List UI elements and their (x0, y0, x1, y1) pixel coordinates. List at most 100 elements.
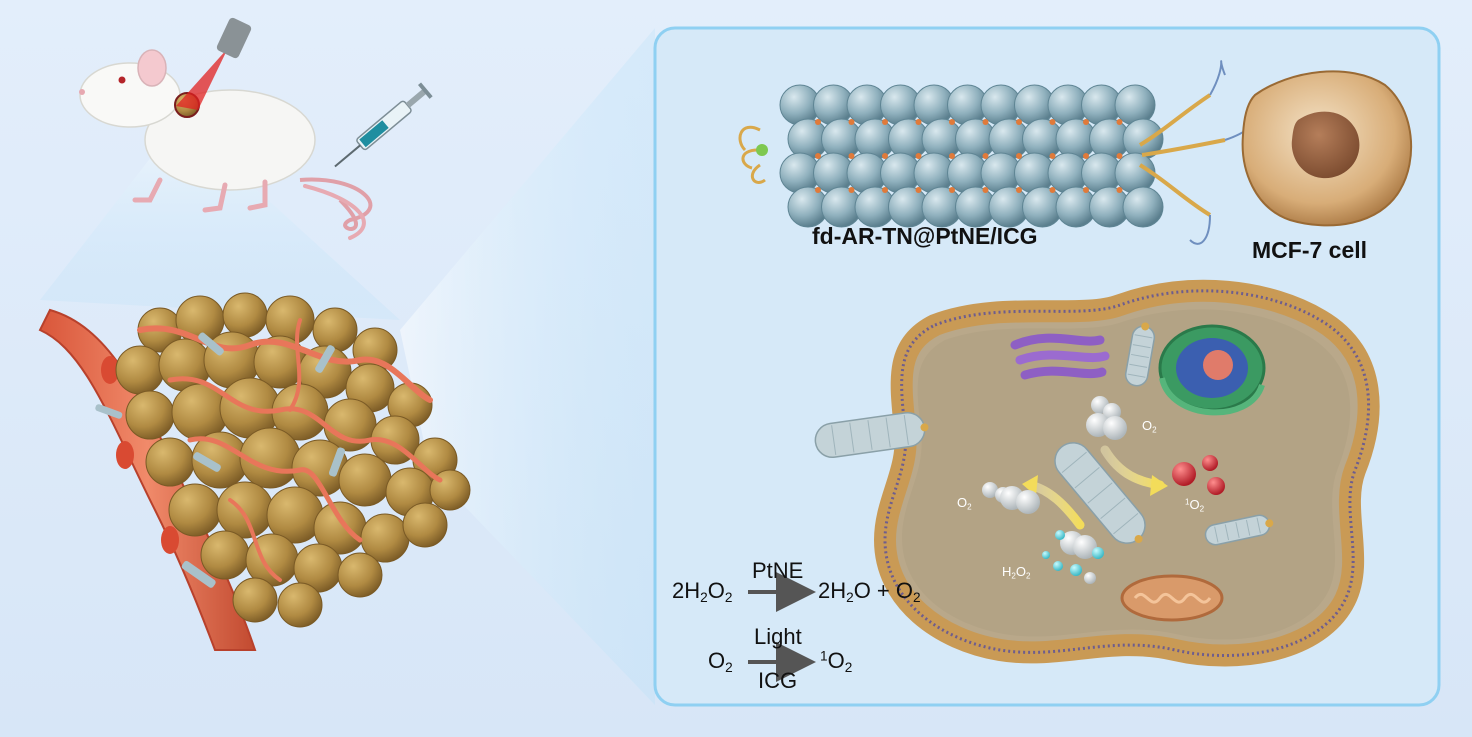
tumor-cell-cluster (402, 502, 448, 548)
tumor-vessel (228, 498, 282, 582)
tumor-cell-cluster (312, 307, 358, 353)
reaction2-light: Light (754, 624, 802, 649)
nanoparticle-sphere (1122, 186, 1164, 228)
tumor-cell-cluster (277, 582, 323, 628)
golgi-apparatus (1010, 333, 1110, 380)
nucleus-er (1158, 324, 1266, 416)
pt-nanozyme-dot (915, 119, 922, 125)
pt-nanozyme-dot (1116, 119, 1123, 125)
pt-nanozyme-dot (815, 119, 821, 125)
pt-nanozyme-dot (915, 187, 922, 193)
red-blood-cell (116, 441, 134, 469)
pt-nanozyme-dot (1083, 119, 1089, 125)
cell-label: MCF-7 cell (1252, 237, 1368, 263)
tumor-cell-cluster (145, 437, 195, 487)
pt-nanozyme-dot (949, 153, 955, 159)
reaction1-product: 2H2O + O2 (818, 578, 921, 605)
o2-molecule-left (982, 482, 1040, 514)
mouse-illustration (79, 17, 433, 240)
pt-nanozyme-dot (815, 187, 821, 193)
mouse-tail (299, 177, 373, 231)
pt-nanozyme-dot (915, 153, 922, 159)
pt-nanozyme-dot (1016, 187, 1022, 193)
nanoparticle-assembly (738, 60, 1256, 245)
mcf7-cell (1241, 70, 1413, 227)
nanotube-internal (1124, 322, 1156, 387)
mcf7-nucleus (1291, 111, 1360, 179)
tumor-vessel (167, 376, 443, 483)
pt-nanozyme-dot (882, 187, 888, 193)
zoom-beam-panel (400, 28, 655, 705)
nanotube-small (95, 404, 123, 419)
ligand-left (738, 126, 766, 184)
icg-marker (756, 144, 768, 156)
pt-nanozyme-dot (1116, 187, 1123, 193)
pt-nanozyme-dot (1049, 187, 1056, 193)
syringe-icon (334, 82, 433, 168)
mouse-ear (137, 49, 167, 87)
singlet-oxygen-label: 1O2 (1185, 497, 1205, 514)
nanotube-small (315, 345, 335, 373)
pt-nanozyme-dot (1083, 187, 1089, 193)
reaction1-reactant: 2H2O2 (672, 578, 733, 605)
pt-nanozyme-dot (1116, 153, 1123, 159)
pt-nanozyme-dot (882, 153, 888, 159)
pt-nanozyme-dot (982, 187, 989, 193)
mouse-eye (118, 76, 126, 84)
tumor-cell-cluster (200, 530, 250, 580)
nanotube-small (328, 447, 346, 477)
laser-device (216, 17, 252, 59)
mitochondrion (1120, 574, 1224, 622)
zoom-beam-mouse (40, 120, 400, 320)
o2-label-top: O2 (1142, 418, 1157, 435)
nanotube-internal (1054, 442, 1146, 544)
o2-label-left: O2 (957, 495, 972, 512)
red-blood-cell (101, 356, 119, 384)
tumor-cell-cluster (168, 483, 222, 537)
tumor-cell-cluster (338, 453, 392, 507)
tumor-cell-cluster (125, 390, 175, 440)
ligand-right (1138, 93, 1226, 217)
pt-nanozyme-dot (1016, 153, 1022, 159)
pt-nanozyme-dot (848, 119, 855, 125)
nanotube-small (198, 332, 224, 356)
laser-beam (176, 48, 228, 110)
nanotube-external (814, 411, 929, 459)
pt-nanozyme-dot (1049, 153, 1056, 159)
pt-nanozyme-dot (1049, 119, 1056, 125)
tumor-cell-cluster (232, 577, 278, 623)
o2-molecule-top (1086, 396, 1127, 440)
pt-nanozyme-dot (848, 153, 855, 159)
tumor-vessel (187, 436, 363, 543)
tumor-cell-cluster (337, 552, 383, 598)
pt-nanozyme-dot (1016, 119, 1022, 125)
pt-nanozyme-dot (949, 119, 955, 125)
nanotube-small (181, 561, 216, 588)
pt-nanozyme-dot (982, 119, 989, 125)
nanotube-small (193, 452, 221, 472)
h2o2-molecule (1042, 530, 1104, 584)
reaction2-icg: ICG (758, 668, 798, 693)
h2o2-label: H2O2 (1002, 564, 1031, 581)
pt-nanozyme-dot (1083, 153, 1089, 159)
nanoparticle-label: fd-AR-TN@PtNE/ICG (812, 223, 1038, 249)
reaction2-product: 1O2 (820, 648, 853, 675)
pt-nanozyme-dot (982, 153, 989, 159)
reaction1-catalyst: PtNE (752, 558, 804, 583)
pt-nanozyme-dot (848, 187, 855, 193)
tumor-cell-cluster (216, 481, 274, 539)
large-cell (814, 279, 1380, 667)
tumor-cell-cluster (222, 292, 268, 338)
reaction2-reactant: O2 (708, 648, 733, 675)
pt-nanozyme-dot (815, 153, 821, 159)
pt-nanozyme-dot (949, 187, 955, 193)
singlet-oxygen-molecule (1172, 455, 1225, 495)
tumor-tissue (38, 292, 471, 651)
tumor-vessel (288, 318, 302, 412)
nanoparticle-sphere (1114, 84, 1156, 126)
red-blood-cell (161, 526, 179, 554)
nanotube-internal (1204, 514, 1274, 546)
pt-nanozyme-dot (882, 119, 888, 125)
